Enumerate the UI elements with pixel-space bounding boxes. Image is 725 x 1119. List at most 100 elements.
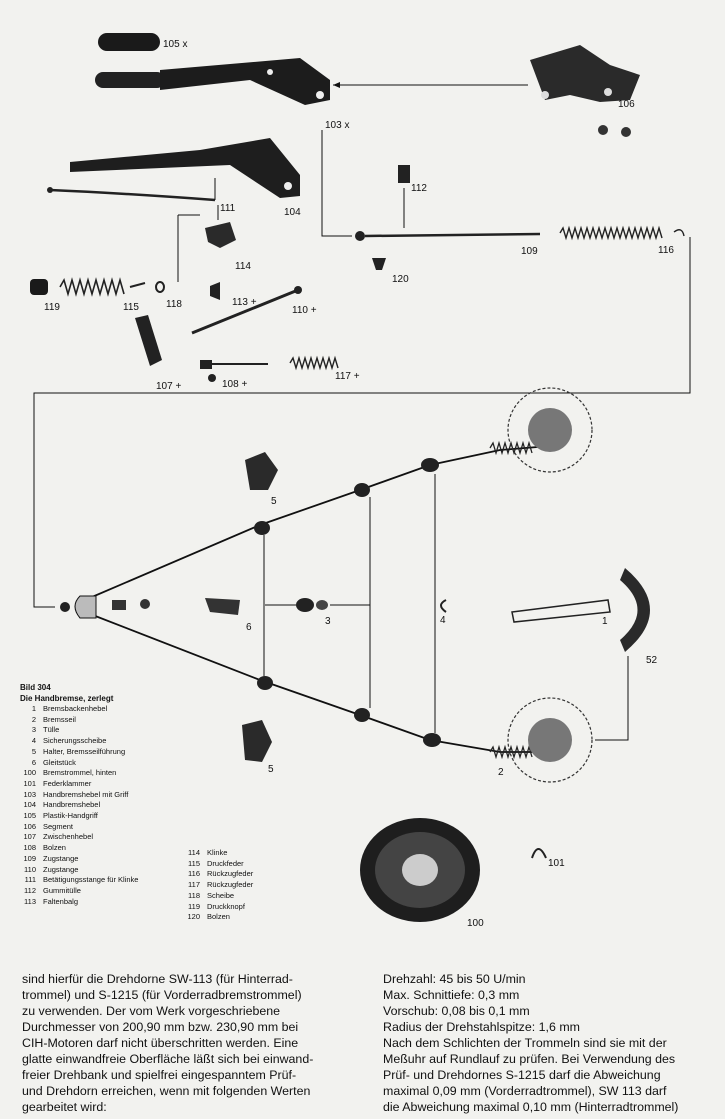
legend-text: Betätigungsstange für Klinke	[43, 875, 139, 885]
label-115: 115	[123, 302, 139, 313]
legend-number: 108	[23, 843, 36, 853]
legend-text: Klinke	[207, 848, 228, 857]
legend-row: 111 Betätigungsstange für Klinke	[14, 875, 139, 886]
brake-cable	[74, 440, 555, 760]
legend-number: 112	[24, 885, 36, 895]
label-103: 103 x	[325, 120, 349, 131]
legend-row: 105 Plastik-Handgriff	[14, 811, 138, 822]
label-5-upper: 5	[271, 496, 277, 507]
legend-text: Halter, Bremsseilführung	[43, 746, 126, 756]
figure-title: Die Handbremse, zerlegt	[20, 694, 114, 704]
rubber-grommet	[398, 165, 410, 183]
label-6: 6	[246, 622, 252, 633]
nut-left	[60, 602, 70, 612]
label-106: 106	[618, 99, 635, 110]
nut-middle	[140, 599, 150, 609]
legend-number: 109	[23, 853, 36, 863]
legend-text: Bolzen	[207, 912, 230, 922]
label-118: 118	[166, 299, 182, 310]
legend-number: 111	[24, 875, 36, 885]
label-104: 104	[284, 207, 301, 218]
label-120: 120	[392, 274, 409, 285]
legend-row: 115 Druckfeder	[178, 859, 253, 870]
label-111: 111	[220, 203, 236, 214]
legend-number: 120	[187, 912, 200, 922]
legend-row: 120 Bolzen	[178, 912, 253, 923]
label-109: 109	[521, 246, 538, 257]
figure-number: Bild 304	[20, 683, 51, 692]
legend-text: Druckknopf	[207, 901, 245, 911]
legend-number: 105	[23, 811, 36, 821]
label-1: 1	[602, 616, 608, 627]
slide-piece	[205, 598, 240, 615]
text-line: Prüf- und Drehdornes S-1215 darf die Abw…	[383, 1068, 661, 1082]
spring-clip	[531, 848, 547, 859]
legend-text: Plastik-Handgriff	[43, 811, 98, 821]
legend-row: 119 Druckknopf	[178, 902, 253, 913]
sleeve	[112, 600, 126, 610]
text-line: Durchmesser von 200,90 mm bzw. 230,90 mm…	[22, 1020, 299, 1034]
compression-spring	[59, 277, 146, 297]
label-3: 3	[325, 616, 331, 627]
label-5-lower: 5	[268, 764, 274, 775]
legend-number: 117	[188, 880, 200, 890]
text-line: Max. Schnittiefe: 0,3 mm	[383, 988, 520, 1002]
label-2: 2	[498, 767, 504, 778]
legend-text: Druckfeder	[207, 858, 244, 868]
text-line: trommel) und S-1215 (für Vorderradbremst…	[22, 988, 302, 1002]
label-110: 110 +	[292, 305, 317, 316]
legend-number: 100	[23, 768, 36, 778]
plastic-grip	[98, 33, 160, 51]
label-100: 100	[467, 918, 484, 929]
segment	[530, 45, 640, 102]
legend-text: Rückzugfeder	[207, 880, 254, 890]
legend-row: 117 Rückzugfeder	[178, 880, 253, 891]
pull-rod-110	[191, 286, 302, 335]
label-107: 107 +	[156, 381, 181, 392]
label-4: 4	[440, 615, 446, 626]
text-line: Meßuhr auf Rundlauf zu prüfen. Bei Verwe…	[383, 1052, 676, 1066]
legend-number: 103	[23, 789, 36, 799]
legend-text: Rückzugfeder	[207, 869, 254, 879]
legend-number: 107	[23, 832, 36, 842]
pull-rod-109	[355, 231, 541, 241]
text-line: die Abweichung maximal 0,10 mm (Hinterra…	[383, 1100, 679, 1114]
cable-holder-upper	[245, 452, 278, 490]
label-117: 117 +	[335, 371, 360, 382]
legend-text: Bremstrommel, hinten	[43, 768, 117, 778]
label-116: 116	[658, 245, 674, 256]
body-text-right: Drehzahl: 45 bis 50 U/min Max. Schnittie…	[383, 971, 701, 1115]
legend-number: 104	[23, 800, 36, 810]
legend-text: Zwischenhebel	[43, 832, 94, 842]
brake-shoe-lever	[511, 599, 611, 623]
legend-number: 115	[188, 858, 200, 868]
legend-text: Bremsbackenhebel	[43, 704, 108, 713]
legend-text: Handbremshebel	[43, 800, 101, 810]
legend-text: Sicherungsscheibe	[43, 736, 107, 746]
intermediate-lever	[135, 315, 162, 366]
legend-number: 4	[31, 736, 36, 746]
text-line: glatte einwandfreie Oberfläche läßt sich…	[22, 1052, 314, 1066]
return-spring-117	[289, 355, 339, 371]
locking-washer	[440, 599, 447, 613]
brake-drum	[360, 818, 480, 922]
legend-number: 119	[188, 901, 200, 911]
text-line: Drehzahl: 45 bis 50 U/min	[383, 972, 526, 986]
washer	[155, 281, 165, 293]
label-119: 119	[44, 302, 60, 313]
exploded-handbrake-diagram: 105 x 103 x 106 104 111 112 109 116 120 …	[30, 33, 691, 929]
text-line: Nach dem Schlichten der Trommeln sind si…	[383, 1036, 667, 1050]
legend-number: 2	[31, 714, 36, 724]
